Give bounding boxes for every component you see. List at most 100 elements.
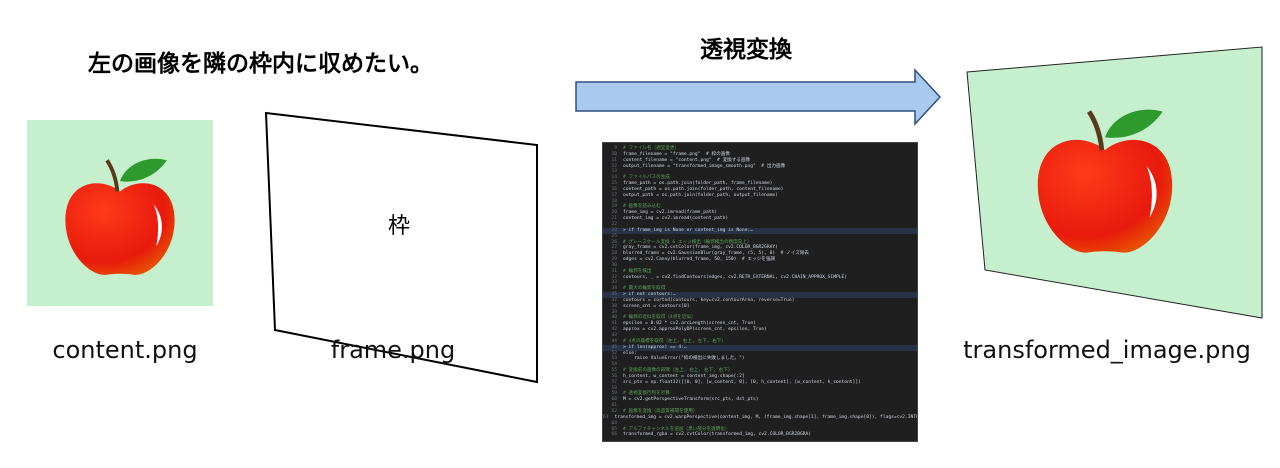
line-number: 33 xyxy=(611,280,617,286)
line-number: 38 xyxy=(611,303,617,309)
code-text: content_filename = "content.png" # 変換する画… xyxy=(623,157,751,163)
code-line: 55# 変換前の画像の四隅（左上, 右上, 左下, 右下） xyxy=(603,368,917,374)
frame-text: 枠 xyxy=(388,214,411,239)
line-number: 23 xyxy=(611,227,617,233)
code-line: 14 # ファイルパスの生成 xyxy=(603,175,917,181)
line-number: 39 xyxy=(611,309,617,315)
line-number: 22 xyxy=(611,221,617,227)
code-text: frame_path = os.path.join(folder_path, f… xyxy=(623,181,773,187)
line-number: 66 xyxy=(611,432,617,438)
code-line: 25 xyxy=(603,234,917,240)
transformed-label: transformed_image.png xyxy=(963,336,1251,364)
line-number: 26 xyxy=(611,239,617,245)
code-line: 45 > if len(approx) == 4:… xyxy=(603,344,917,351)
code-line: 20 frame_img = cv2.imread(frame_path) xyxy=(603,210,917,216)
code-text: # アルファチャンネルを追加（黒い部分を透明化） xyxy=(623,426,730,432)
content-image xyxy=(27,120,213,306)
content-label: content.png xyxy=(52,336,198,364)
code-text: > if frame_img is None or content_img is… xyxy=(623,227,753,233)
code-line: 23 > if frame_img is None or content_img … xyxy=(603,227,917,234)
code-text: # 画像を読み込む xyxy=(623,204,661,210)
line-number: 40 xyxy=(611,315,617,321)
code-text: frame_filename = "frame.png" # 枠の画像 xyxy=(623,151,730,157)
line-number: 59 xyxy=(611,391,617,397)
line-number: 31 xyxy=(611,268,617,274)
code-text: # 輪郭を検出 xyxy=(623,268,652,274)
code-line: 52 else: xyxy=(603,351,917,357)
line-number: 13 xyxy=(611,169,617,175)
code-text: > if len(approx) == 4:… xyxy=(623,344,687,350)
line-number: 58 xyxy=(611,385,617,391)
line-number: 27 xyxy=(611,245,617,251)
code-line: 31 # 輪郭を検出 xyxy=(603,269,917,275)
code-line: 53 raise ValueError("枠の検出に失敗しました。") xyxy=(603,356,917,362)
line-number: 52 xyxy=(611,350,617,356)
code-text: M = cv2.getPerspectiveTransform(src_pts,… xyxy=(623,397,759,403)
code-line: 62 # 画像を変換（高品質補間を使用） xyxy=(603,409,917,415)
line-number: 35 xyxy=(611,292,617,298)
code-line: 59 # 透視変換行列を計算 xyxy=(603,391,917,397)
line-number: 18 xyxy=(611,198,617,204)
line-number: 29 xyxy=(611,257,617,263)
line-number: 41 xyxy=(611,321,617,327)
line-number: 28 xyxy=(611,251,617,257)
code-text: content_path = os.path.join(folder_path,… xyxy=(623,186,784,192)
line-number: 45 xyxy=(611,344,617,350)
code-text: frame_img = cv2.imread(frame_path) xyxy=(623,210,718,216)
code-text: > if not contours:… xyxy=(623,292,676,298)
code-line: 64 xyxy=(603,421,917,427)
line-number: 20 xyxy=(611,210,617,216)
line-number: 32 xyxy=(611,274,617,280)
line-number: 14 xyxy=(611,175,617,181)
line-number: 60 xyxy=(611,397,617,403)
code-line: 33 xyxy=(603,280,917,286)
line-number: 53 xyxy=(611,356,617,362)
code-text: h_content, w_content = content_img.shape… xyxy=(623,373,745,379)
line-number: 15 xyxy=(611,181,617,187)
line-number: 65 xyxy=(611,426,617,432)
code-text: # ファイルパスの生成 xyxy=(623,175,670,181)
code-line: 44# 4点の座標を取得（左上, 右上, 左下, 右下） xyxy=(603,339,917,345)
line-number: 62 xyxy=(611,408,617,414)
code-line: 56 h_content, w_content = content_img.sha… xyxy=(603,374,917,380)
code-text: # 透視変換行列を計算 xyxy=(623,391,670,397)
code-line: 41 epsilon = 0.02 * cv2.arcLength(screen_… xyxy=(603,321,917,327)
arrow-label: 透視変換 xyxy=(700,37,792,63)
code-text: contours = sorted(contours, key=cv2.cont… xyxy=(623,297,795,303)
code-text: screen_cnt = contours[0] xyxy=(623,303,690,309)
line-number: 43 xyxy=(611,333,617,338)
line-number: 56 xyxy=(611,373,617,379)
code-text: output_path = os.path.join(folder_path, … xyxy=(623,192,778,198)
code-text: raise ValueError("枠の検出に失敗しました。") xyxy=(623,356,745,362)
code-line: 26# グレースケール変換 & エッジ検出（輪郭検出の精度向上） xyxy=(603,240,917,246)
code-line: 30 xyxy=(603,263,917,269)
code-line: 18 xyxy=(603,199,917,205)
code-line: 19 # 画像を読み込む xyxy=(603,204,917,210)
code-text: edges = cv2.Canny(blurred_frame, 50, 150… xyxy=(623,257,776,263)
code-text: approx = cv2.approxPolyDP(screen_cnt, ep… xyxy=(623,327,767,333)
code-line: 43 xyxy=(603,333,917,339)
code-line: 54 xyxy=(603,362,917,368)
code-line: 58 xyxy=(603,386,917,392)
code-line: 28 blurred_frame = cv2.GaussianBlur(gray_… xyxy=(603,251,917,257)
transform-arrow xyxy=(575,68,942,126)
code-line: 38 screen_cnt = contours[0] xyxy=(603,304,917,310)
code-text: else: xyxy=(623,350,637,356)
line-number: 19 xyxy=(611,204,617,210)
code-text: src_pts = np.float32([[0, 0], [w_content… xyxy=(623,379,861,385)
line-number: 21 xyxy=(611,216,617,222)
code-text: # 変換前の画像の四隅（左上, 右上, 左下, 右下） xyxy=(623,368,733,374)
code-text: epsilon = 0.02 * cv2.arcLength(screen_cn… xyxy=(623,321,756,327)
code-text: # 画像を変換（高品質補間を使用） xyxy=(623,408,698,414)
code-line: 29 edges = cv2.Canny(blurred_frame, 50, 1… xyxy=(603,257,917,263)
code-line: 15 frame_path = os.path.join(folder_path,… xyxy=(603,181,917,187)
code-text: blurred_frame = cv2.GaussianBlur(gray_fr… xyxy=(623,251,810,257)
